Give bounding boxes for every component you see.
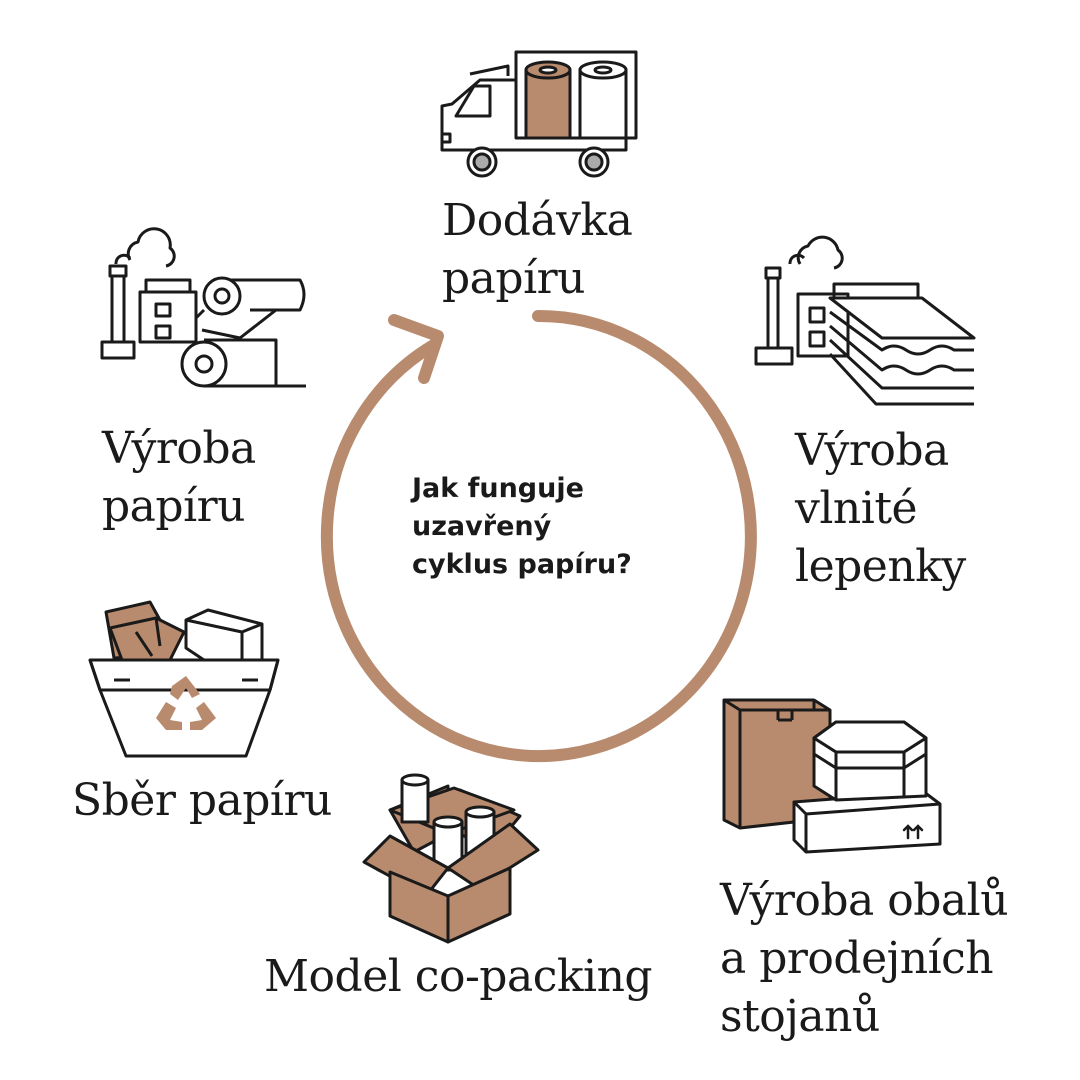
label-line: stojanů (720, 991, 880, 1042)
label-line: papíru (442, 253, 586, 304)
stage-corrugated-label: Výroba vlnité lepenky (795, 422, 966, 596)
label-line: Výroba (795, 425, 949, 476)
recycling-bin-icon (88, 600, 280, 758)
label-line: a prodejních (720, 933, 994, 984)
paper-mill-icon (100, 227, 306, 388)
stage-collection-label: Sběr papíru (72, 772, 332, 830)
label-line: Výroba (102, 423, 256, 474)
stage-packaging-label: Výroba obalů a prodejních stojanů (720, 872, 1009, 1046)
cycle-title-line: Jak funguje (412, 473, 584, 504)
label-line: Dodávka (442, 195, 633, 246)
label-line: vlnité (795, 483, 918, 534)
truck-icon (440, 50, 638, 178)
cycle-title-line: uzavřený (412, 511, 552, 542)
label-line: Výroba obalů (720, 875, 1009, 926)
open-box-icon (362, 773, 540, 944)
label-line: papíru (102, 481, 246, 532)
stage-paper-production-label: Výroba papíru (102, 420, 256, 536)
label-line: Model co-packing (264, 951, 653, 1002)
boxes-icon (722, 698, 942, 854)
corrugated-factory-icon (754, 235, 976, 406)
cycle-title: Jak funguje uzavřený cyklus papíru? (412, 470, 632, 584)
stage-copacking-label: Model co-packing (264, 948, 653, 1006)
cycle-title-line: cyklus papíru? (412, 549, 632, 580)
label-line: lepenky (795, 541, 966, 592)
stage-delivery-label: Dodávka papíru (442, 192, 633, 308)
label-line: Sběr papíru (72, 775, 332, 826)
